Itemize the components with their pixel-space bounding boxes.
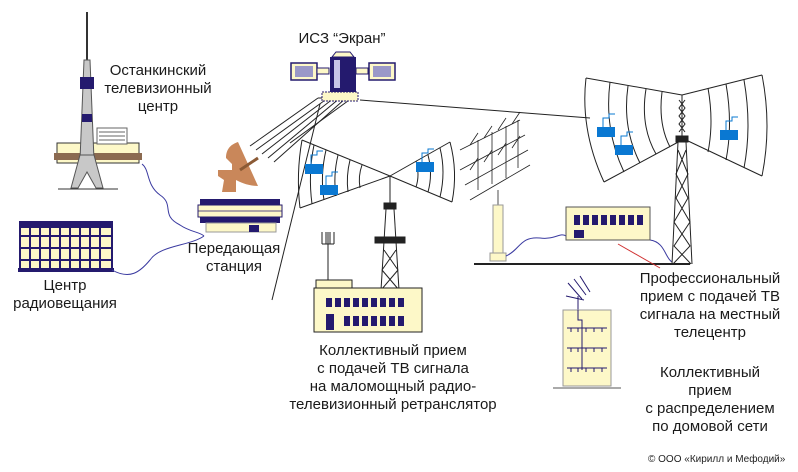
cable-ostankino-station [141, 163, 205, 237]
label-professional: Профессиональный прием с подачей ТВ сигн… [630, 270, 790, 342]
cable-antenna-telecenter [505, 234, 567, 257]
label-line: телецентр [674, 324, 746, 341]
copyright: © ООО «Кирилл и Мефодий» [648, 454, 786, 465]
relay-building [313, 232, 423, 333]
relay-tower [374, 176, 406, 291]
label-line: Коллективный [660, 364, 760, 381]
cable-telecenter-tower [649, 239, 673, 263]
receiver-icons-left [305, 148, 434, 195]
telecenter-tower [671, 95, 693, 265]
label-line: телевизионный ретранслятор [289, 396, 497, 413]
relay-beam-fan [297, 139, 456, 209]
label-line: прием с подачей ТВ [639, 288, 781, 305]
label-line: прием [688, 382, 732, 399]
label-line: Профессиональный [639, 270, 781, 287]
telecenter-beam-fan [584, 74, 768, 183]
label-line: с распределением [645, 400, 775, 417]
label-line: с подачей ТВ сигнала [317, 360, 469, 377]
satellite-link-down [271, 103, 321, 301]
label-line: Центр [43, 277, 87, 294]
pointer-line [617, 243, 661, 269]
satellite-link-right [359, 99, 591, 119]
label-ostankino: Останкинский телевизионный центр [98, 62, 218, 116]
label-line: центр [137, 98, 179, 115]
antenna-mast [489, 204, 507, 262]
label-line: телевизионный [104, 80, 212, 97]
label-line: станция [206, 258, 262, 275]
receiver-icons-right [597, 113, 738, 155]
label-radio-center: Центр радиовещания [2, 277, 128, 313]
label-satellite: ИСЗ “Экран” [298, 30, 386, 47]
label-transmitting-station: Передающая станция [184, 240, 284, 276]
label-line: на маломощный радио- [309, 378, 477, 395]
label-collective-home: Коллективный прием с распределением по д… [635, 364, 785, 436]
satellite-beam-left [249, 97, 353, 163]
radio-center-building [18, 221, 114, 272]
cable-radio-station [111, 235, 205, 275]
apartment-building [553, 275, 621, 389]
transmitting-station [197, 142, 283, 233]
label-line: по домовой сети [652, 418, 768, 435]
label-line: Останкинский [109, 62, 207, 79]
satellite [290, 51, 396, 102]
label-line: Коллективный прием [319, 342, 467, 359]
label-line: сигнала на местный [639, 306, 781, 323]
label-line: радиовещания [13, 295, 117, 312]
local-telecenter [565, 206, 651, 241]
antenna-array [459, 111, 531, 205]
ostankino-tower [54, 12, 142, 190]
label-collective-relay: Коллективный прием с подачей ТВ сигнала … [268, 342, 518, 414]
label-line: Передающая [187, 240, 281, 257]
